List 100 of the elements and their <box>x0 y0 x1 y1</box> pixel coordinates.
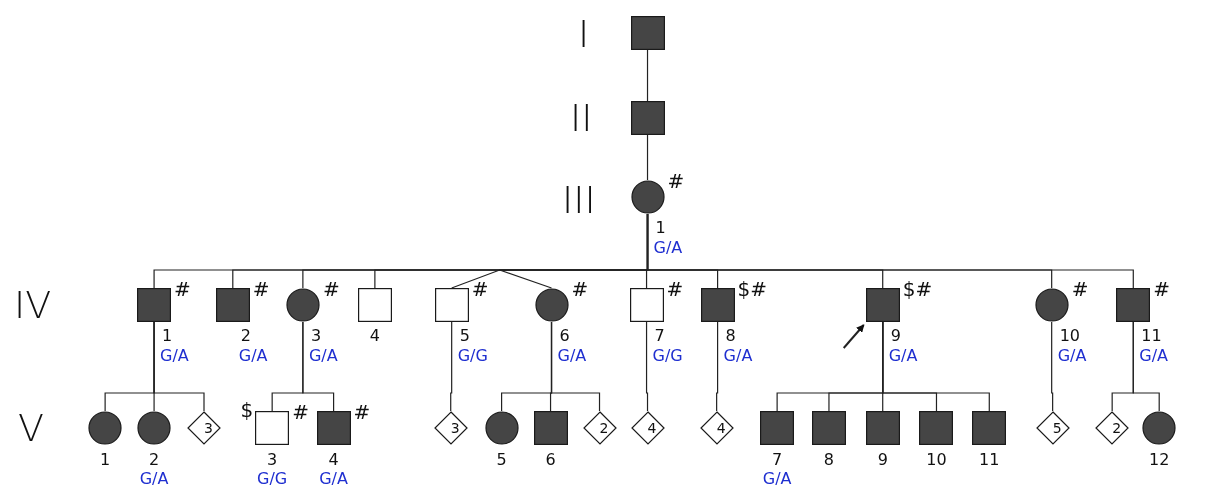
sex-unspecified-diamond <box>187 411 221 445</box>
individual-number: 11 <box>979 451 1000 469</box>
descent-line <box>1051 321 1054 412</box>
marker-symbol: # <box>667 170 685 192</box>
descent-line <box>716 321 719 412</box>
genotype-label: G/A <box>319 470 348 488</box>
individual-number: 5 <box>496 451 507 469</box>
individual-number: 4 <box>369 327 380 345</box>
female-symbol <box>534 288 569 322</box>
individual-number: 12 <box>1149 451 1170 469</box>
individual-number: 1 <box>655 219 666 237</box>
individual-number: 1 <box>162 327 173 345</box>
individual-number: 4 <box>328 451 339 469</box>
marker-symbol: $# <box>902 278 933 300</box>
male-symbol <box>865 411 900 445</box>
male-symbol <box>316 411 351 445</box>
sex-unspecified-diamond <box>699 411 734 445</box>
descent-line <box>645 321 649 412</box>
individual-number: 7 <box>772 451 783 469</box>
individual-number: 8 <box>823 451 835 469</box>
individual-number: 10 <box>1059 327 1081 345</box>
male-symbol <box>434 288 469 322</box>
descent-line <box>450 321 453 412</box>
descent-line <box>646 49 649 102</box>
marker-symbol: # <box>571 278 589 300</box>
proband-arrow <box>842 324 865 349</box>
male-symbol <box>533 411 568 445</box>
genotype-label: G/A <box>762 470 792 488</box>
marker-symbol: # <box>292 401 309 423</box>
sex-unspecified-diamond <box>582 411 617 445</box>
marker-symbol: # <box>471 278 489 300</box>
male-symbol <box>700 288 735 322</box>
genotype-label: G/A <box>653 239 683 257</box>
female-symbol <box>137 411 172 445</box>
male-symbol <box>760 411 795 445</box>
genotype-label: G/G <box>652 347 683 365</box>
individual-number: 1 <box>100 451 111 469</box>
genotype-label: G/A <box>160 347 189 365</box>
genotype-label: G/A <box>1139 347 1168 365</box>
marker-symbol: # <box>174 278 191 300</box>
marker-symbol: # <box>322 278 340 300</box>
genotype-label: G/A <box>238 347 268 365</box>
count-label: 5 <box>1052 420 1062 436</box>
generation-label: III <box>562 180 596 220</box>
sex-unspecified-diamond <box>1095 411 1130 445</box>
male-symbol <box>215 288 250 322</box>
female-symbol <box>484 411 519 445</box>
male-symbol <box>255 411 290 445</box>
descent-line <box>882 321 990 412</box>
marker-symbol: # <box>1071 278 1089 300</box>
marker-symbol: # <box>1153 278 1171 300</box>
female-symbol <box>1034 288 1069 322</box>
sex-unspecified-diamond <box>433 411 468 445</box>
female-symbol <box>285 288 320 322</box>
individual-number: 6 <box>545 451 556 469</box>
individual-number: 11 <box>1141 327 1162 345</box>
generation-label: IV <box>14 285 52 325</box>
individual-number: 2 <box>149 451 160 469</box>
sex-unspecified-diamond <box>630 411 665 445</box>
generation-label: II <box>570 98 593 138</box>
male-symbol <box>357 288 392 322</box>
male-symbol <box>630 16 665 50</box>
genotype-label: G/A <box>308 347 338 365</box>
male-symbol <box>1116 288 1151 322</box>
genotype-label: G/A <box>557 347 587 365</box>
female-symbol <box>630 180 665 214</box>
descent-line <box>646 213 1134 289</box>
male-symbol <box>630 101 665 135</box>
individual-number: 6 <box>559 327 570 345</box>
generation-label: V <box>18 408 44 448</box>
genotype-label: G/A <box>723 347 753 365</box>
descent-line <box>1132 321 1160 412</box>
individual-number: 7 <box>654 327 665 345</box>
male-symbol <box>919 411 954 445</box>
count-label: 3 <box>204 420 213 436</box>
individual-number: 8 <box>725 327 736 345</box>
genotype-label: G/G <box>457 347 488 365</box>
individual-number: 3 <box>267 451 278 469</box>
female-symbol <box>1142 411 1177 445</box>
descent-line <box>550 321 601 412</box>
marker-symbol: $ <box>240 399 254 421</box>
count-label: 4 <box>647 420 657 436</box>
male-symbol <box>811 411 846 445</box>
sex-unspecified-diamond <box>1035 411 1070 445</box>
male-symbol <box>629 288 664 322</box>
marker-symbol: # <box>666 278 684 300</box>
count-label: 3 <box>450 420 460 436</box>
marker-symbol: $# <box>737 278 768 300</box>
female-symbol <box>88 411 123 445</box>
descent-line <box>646 134 649 181</box>
count-label: 4 <box>716 420 726 436</box>
descent-line <box>302 321 335 412</box>
individual-number: 9 <box>890 327 901 345</box>
genotype-label: G/G <box>257 470 288 488</box>
genotype-label: G/A <box>888 347 918 365</box>
genotype-label: G/A <box>139 470 169 488</box>
male-symbol <box>137 288 172 322</box>
individual-number: 9 <box>877 451 888 469</box>
descent-line <box>153 321 205 412</box>
count-label: 2 <box>599 420 609 436</box>
